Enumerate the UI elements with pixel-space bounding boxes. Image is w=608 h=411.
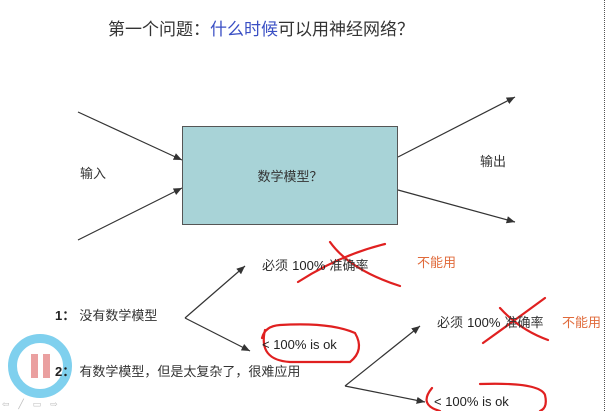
ok-text-2: < 100% is ok xyxy=(434,394,509,409)
cross-mark-1a xyxy=(296,242,387,284)
case-1-text: 没有数学模型 xyxy=(79,309,158,324)
pause-icon-bar xyxy=(30,354,38,378)
case-2-text: 有数学模型，但是太复杂了，很难应用 xyxy=(79,365,301,380)
slide-nav-controls[interactable]: ⇦ ╱ ▭ ⇨ xyxy=(2,400,61,410)
pause-icon-bar xyxy=(42,354,50,378)
must-suffix: 准确率 xyxy=(325,259,369,274)
output-arrow-1 xyxy=(397,96,516,158)
ok-text-1: < 100% is ok xyxy=(262,337,337,352)
ok-circle-1 xyxy=(260,323,361,364)
must-suffix: 准确率 xyxy=(500,316,544,331)
must-prefix: 必须 xyxy=(437,316,468,331)
branch-arrow-2b xyxy=(344,385,426,404)
must-pct: 100% xyxy=(467,315,501,330)
math-model-label: 数学模型？ xyxy=(257,170,323,185)
pause-button[interactable] xyxy=(8,334,72,398)
input-arrow-1 xyxy=(77,111,183,161)
case-2: 2： 有数学模型，但是太复杂了，很难应用 xyxy=(55,361,300,380)
cross-mark-2b xyxy=(498,306,550,342)
case-1-number: 1： xyxy=(55,308,76,323)
input-label: 输入 xyxy=(80,167,107,182)
branch-arrow-1a xyxy=(184,265,246,319)
case-2-number: 2： xyxy=(55,364,76,379)
must-prefix: 必须 xyxy=(262,259,293,274)
cannot-use-2: 不能用 xyxy=(562,316,602,331)
must-pct: 100% xyxy=(292,258,326,273)
branch-arrow-1b xyxy=(184,317,251,352)
must-accuracy-2: 必须 100% 准确率 xyxy=(437,312,544,331)
case-1: 1： 没有数学模型 xyxy=(55,305,157,324)
page-title: 第一个问题：什么时候可以用神经网络？ xyxy=(108,15,414,40)
output-label: 输出 xyxy=(480,155,507,170)
must-accuracy-1: 必须 100% 准确率 xyxy=(262,255,369,274)
cross-mark-1b xyxy=(328,240,402,288)
title-highlight: 什么时候 xyxy=(210,20,278,40)
input-arrow-2 xyxy=(77,187,183,241)
ok-circle-2 xyxy=(425,382,547,411)
title-prefix: 第一个问题： xyxy=(108,20,210,40)
output-arrow-2 xyxy=(397,189,516,224)
math-model-box: 数学模型？ xyxy=(182,126,398,225)
title-suffix: 可以用神经网络？ xyxy=(278,20,414,40)
page-edge xyxy=(604,0,605,411)
cannot-use-1: 不能用 xyxy=(417,256,457,271)
branch-arrow-2a xyxy=(344,325,421,387)
